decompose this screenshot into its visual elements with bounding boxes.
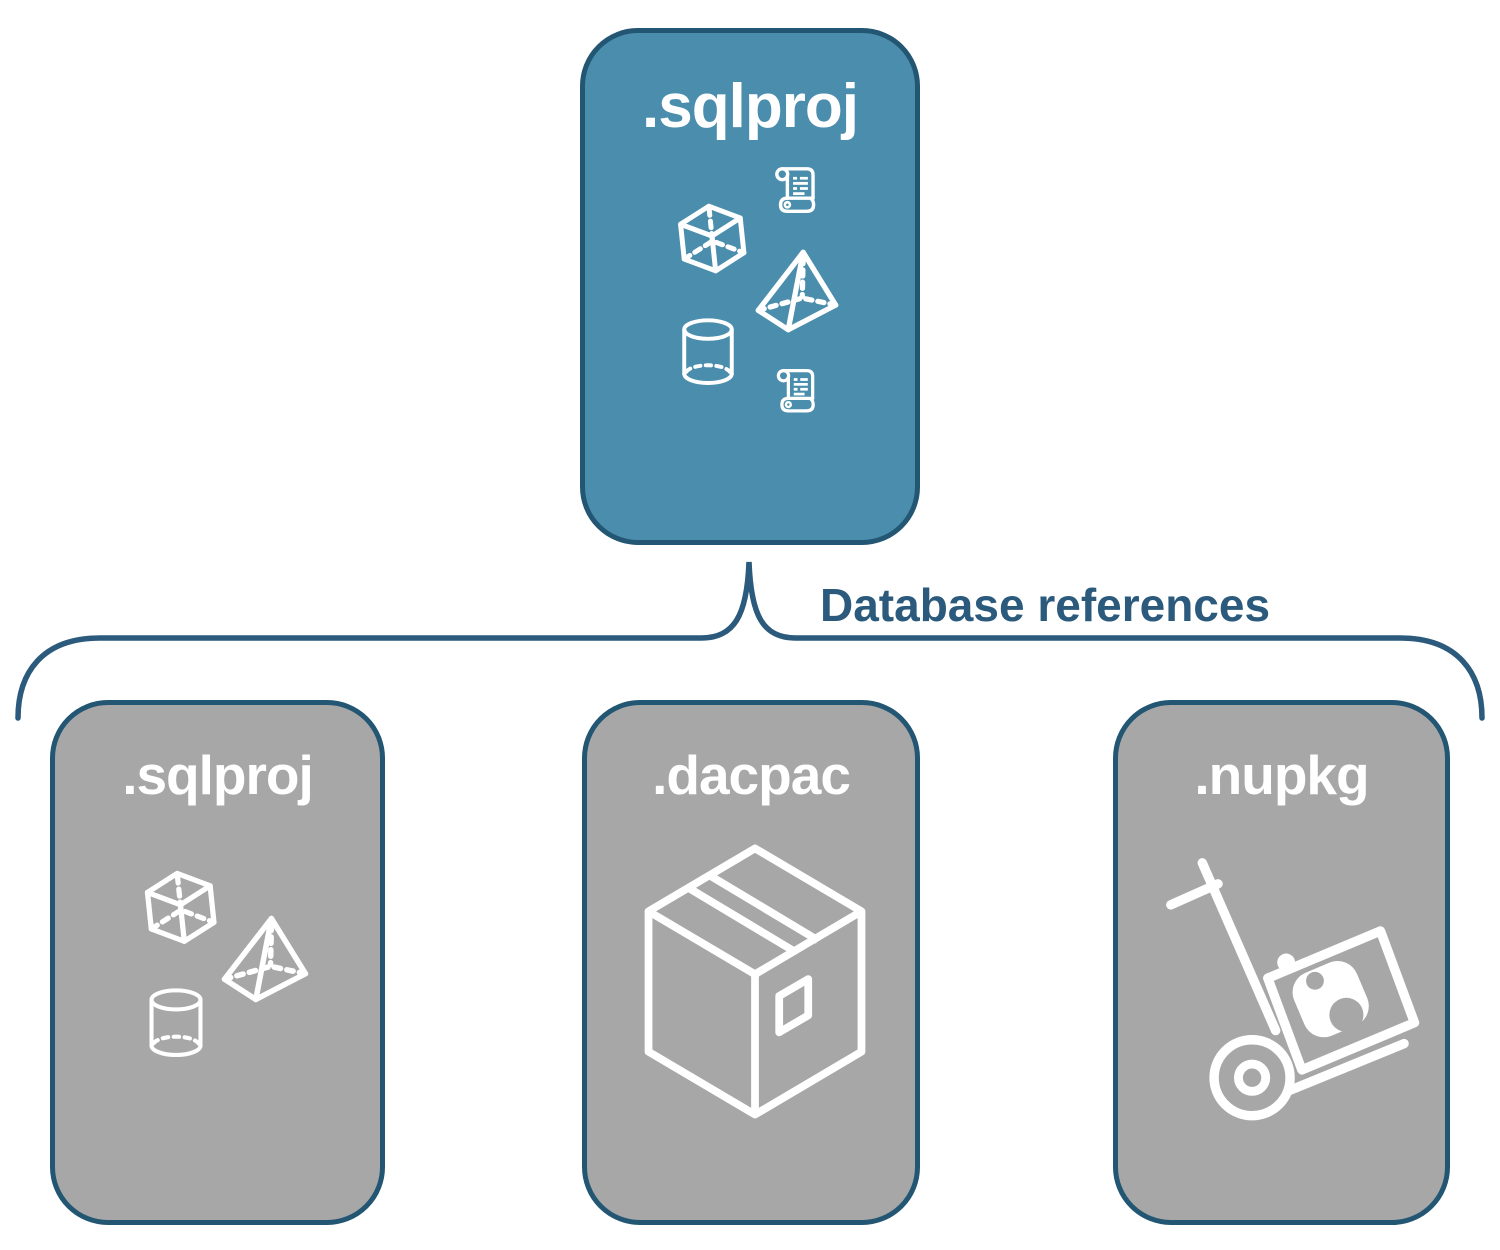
pyramid-icon xyxy=(215,913,315,1005)
hand-truck-icon xyxy=(1163,855,1425,1138)
node-label: .sqlproj xyxy=(642,72,859,141)
scroll-icon xyxy=(768,164,825,221)
connector-label: Database references xyxy=(820,579,1271,631)
pyramid-icon xyxy=(747,247,847,335)
cylinder-icon xyxy=(675,314,741,390)
cube-icon xyxy=(666,197,759,285)
node-label: .dacpac xyxy=(652,744,851,806)
node-child-nupkg: .nupkg xyxy=(1113,700,1450,1225)
node-child-sqlproj: .sqlproj xyxy=(50,700,385,1225)
scroll-icon xyxy=(770,366,824,420)
node-child-dacpac: .dacpac xyxy=(582,700,920,1225)
node-label: .sqlproj xyxy=(122,744,314,806)
brace-connector xyxy=(15,561,1485,721)
node-parent-sqlproj: .sqlproj xyxy=(580,28,920,545)
cylinder-icon xyxy=(142,983,210,1063)
node-label: .nupkg xyxy=(1194,744,1369,806)
package-box-icon xyxy=(634,838,876,1125)
